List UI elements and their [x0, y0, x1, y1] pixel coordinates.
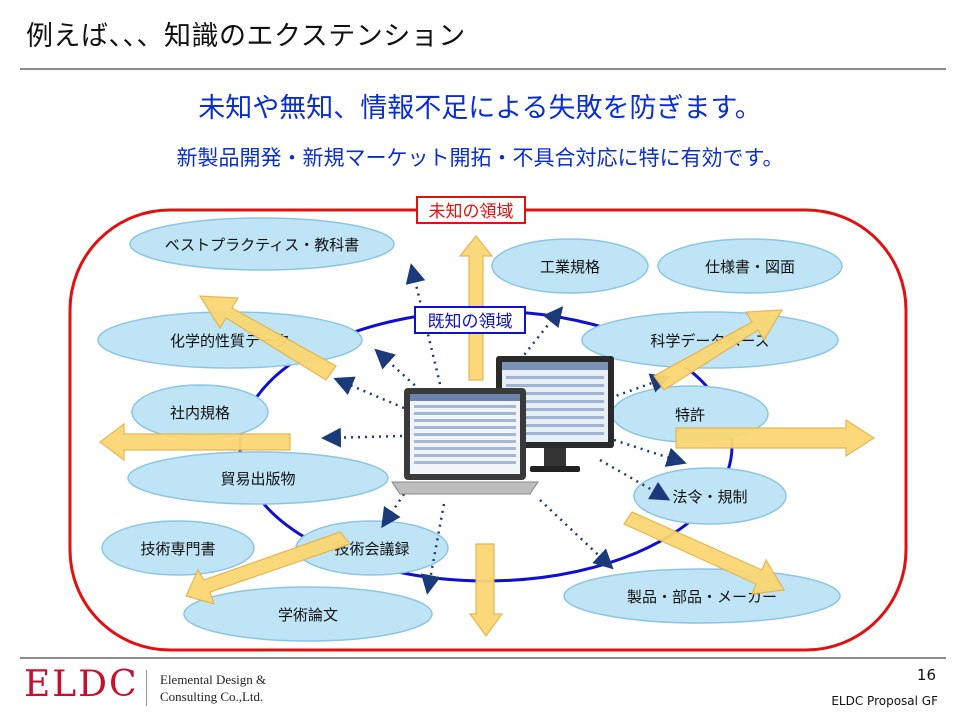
- dotted-arrow: [539, 499, 614, 570]
- block-arrow-lower-left: [185, 531, 352, 605]
- node-label: 特許: [675, 406, 705, 424]
- proposal-label: ELDC Proposal GF: [831, 694, 938, 708]
- node-best-practice: ベストプラクティス・教科書: [129, 217, 395, 271]
- page-number: 16: [916, 666, 936, 684]
- dotted-arrow: [333, 376, 405, 410]
- dotted-arrow: [613, 438, 687, 467]
- node-laws-regulations: 法令・規制: [633, 467, 787, 525]
- node-label: 法令・規制: [672, 488, 747, 506]
- node-product-parts-makers: 製品・部品・メーカー: [563, 568, 841, 624]
- subheadline: 新製品開発・新規マーケット開拓・不具合対応に特に有効です。: [176, 146, 784, 170]
- node-trade-publications: 貿易出版物: [127, 451, 389, 505]
- slide-title: 例えば、、、知識のエクステンション: [26, 21, 466, 52]
- company-line-1: Elemental Design &: [160, 672, 267, 687]
- node-label: 技術会議録: [334, 540, 409, 558]
- node-specs-drawings: 仕様書・図面: [657, 238, 843, 294]
- node-academic-papers: 学術論文: [183, 586, 433, 642]
- node-internal-rules: 社内規格: [131, 384, 269, 440]
- node-label: 工業規格: [540, 258, 600, 276]
- company-line-2: Consulting Co.,Ltd.: [160, 689, 264, 704]
- node-label: 学術論文: [278, 606, 338, 624]
- dotted-arrow: [420, 503, 446, 595]
- block-arrow-left: [99, 422, 291, 462]
- node-label: 仕様書・図面: [705, 258, 795, 276]
- block-arrow-upper-left: [198, 295, 337, 381]
- dotted-arrows: [321, 263, 687, 595]
- company-name: Elemental Design & Consulting Co.,Ltd.: [160, 671, 266, 705]
- dotted-arrow: [374, 348, 421, 391]
- node-label: 貿易出版物: [220, 470, 295, 488]
- block-arrow-upper-right: [653, 309, 784, 391]
- known-region-label: 既知の領域: [414, 306, 526, 334]
- dotted-arrow: [405, 263, 442, 385]
- node-label: 製品・部品・メーカー: [627, 588, 777, 606]
- eldc-logo: ELDC: [24, 664, 139, 705]
- footer-divider: [20, 657, 946, 659]
- dotted-arrow: [381, 493, 406, 529]
- block-arrow-down: [468, 543, 504, 638]
- node-industrial-standards: 工業規格: [491, 238, 649, 294]
- dotted-arrow: [609, 373, 671, 400]
- block-arrow-right: [675, 418, 876, 458]
- block-arrows: [99, 235, 876, 638]
- node-label: 社内規格: [170, 404, 230, 422]
- title-divider: [20, 68, 946, 70]
- computer-monitor-laptop-icon: [391, 356, 614, 495]
- headline: 未知や無知、情報不足による失敗を防ぎます。: [198, 93, 762, 124]
- node-technical-books: 技術専門書: [101, 520, 255, 576]
- node-label: ベストプラクティス・教科書: [165, 236, 359, 254]
- block-arrow-lower-right: [623, 511, 785, 595]
- dotted-arrow: [321, 427, 403, 448]
- node-label: 技術専門書: [140, 540, 215, 558]
- unknown-region-label: 未知の領域: [416, 196, 526, 224]
- dotted-arrow: [599, 458, 671, 501]
- logo-divider: [146, 670, 147, 706]
